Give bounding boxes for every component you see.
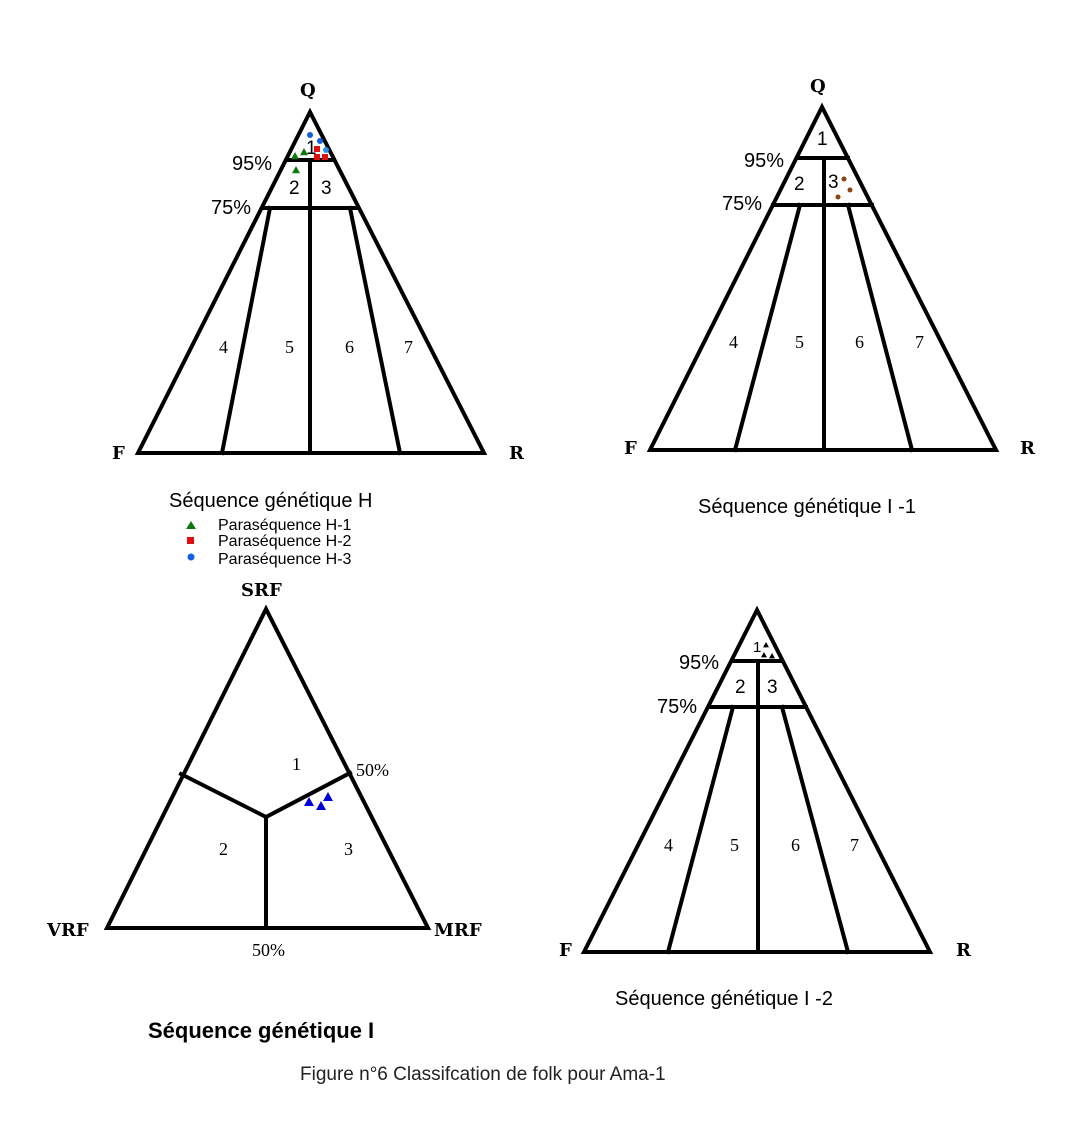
vertex-f: F [624,438,637,459]
data-point-square [322,154,328,160]
data-point-triangle [769,653,775,659]
legend: Paraséquence H-1 Paraséquence H-2 Parasé… [186,517,352,568]
divider-4-5 [732,202,803,453]
region-1: 1 [817,129,828,150]
data-point-triangle [291,152,299,160]
data-point-square [314,146,320,152]
legend-label-h1: Paraséquence H-1 [218,517,352,534]
region-4: 4 [219,337,228,357]
region-5: 5 [795,332,804,352]
data-point-circle [841,176,847,182]
figure-caption: Figure n°6 Classifcation de folk pour Am… [300,1064,666,1085]
data-point-circle [847,187,853,193]
region-1: 1 [306,138,317,159]
data-point-triangle [323,792,333,801]
vertex-r: R [956,940,972,961]
label-95: 95% [232,153,272,175]
region-6: 6 [345,337,354,357]
region-4: 4 [729,332,738,352]
vertex-mrf: MRF [434,920,482,941]
data-point-triangle [763,642,769,648]
vertex-vrf: VRF [46,920,89,941]
ternary-diagram-i2: F R 95% 75% 1 2 3 4 5 6 7 Séquence génét… [559,605,972,1010]
region-6: 6 [791,835,800,855]
legend-label-h3: Paraséquence H-3 [218,551,352,568]
divider-left [178,771,269,820]
region-7: 7 [850,835,859,855]
ternary-diagram-srf: SRF VRF MRF 50% 50% 1 2 3 Séquence génét… [46,580,482,1043]
legend-label-h2: Paraséquence H-2 [218,533,352,550]
data-point-circle [835,194,841,200]
region-7: 7 [915,332,924,352]
region-4: 4 [664,835,673,855]
region-7: 7 [404,337,413,357]
region-3: 3 [344,839,353,859]
label-75: 75% [722,193,762,215]
ternary-diagram-i1: Q F R 95% 75% 1 2 3 4 5 6 7 Séquence gén… [624,76,1036,518]
label-95: 95% [744,150,784,172]
vertex-r: R [1020,438,1036,459]
data-points-i1 [835,176,853,200]
caption-i1: Séquence génétique I -1 [698,496,916,518]
ternary-diagram-h: Q F R 95% 75% 1 2 3 4 5 6 7 Séquence gén… [112,80,525,568]
vertex-f: F [112,443,125,464]
vertex-r: R [509,443,525,464]
data-point-triangle [292,166,300,174]
region-2: 2 [289,178,300,199]
divider-6-7 [347,205,403,456]
region-3: 3 [828,172,839,193]
divider-4-5 [665,704,736,955]
region-3: 3 [767,677,778,698]
region-2: 2 [219,839,228,859]
data-point-triangle [761,652,767,658]
region-2: 2 [735,677,746,698]
data-points-h [291,132,329,174]
caption-h: Séquence génétique H [169,490,373,512]
region-1: 1 [753,639,761,656]
legend-circle-icon [187,553,195,561]
region-5: 5 [730,835,739,855]
data-point-square [314,154,320,160]
region-2: 2 [794,174,805,195]
data-point-triangle [304,797,314,806]
vertex-f: F [559,940,572,961]
region-1: 1 [292,754,301,774]
label-50-bottom: 50% [252,940,285,960]
legend-triangle-icon [186,521,196,529]
label-75: 75% [657,696,697,718]
region-3: 3 [321,178,332,199]
divider-6-7 [779,704,851,955]
label-50-right: 50% [356,760,389,780]
legend-square-icon [187,537,194,544]
divider-4-5 [219,205,273,456]
region-6: 6 [855,332,864,352]
vertex-q: Q [300,80,316,101]
data-point-triangle [300,148,308,156]
vertex-srf: SRF [241,580,282,601]
data-point-circle [323,147,329,153]
region-5: 5 [285,337,294,357]
data-points-srf [304,792,333,810]
divider-right [263,770,353,820]
data-point-circle [307,132,313,138]
caption-srf: Séquence génétique I [148,1018,374,1043]
data-point-triangle [316,801,326,810]
label-95: 95% [679,652,719,674]
data-points-i2 [761,642,775,659]
divider-6-7 [845,202,915,453]
caption-i2: Séquence génétique I -2 [615,988,833,1010]
data-point-circle [317,138,323,144]
vertex-q: Q [810,76,826,97]
label-75: 75% [211,197,251,219]
